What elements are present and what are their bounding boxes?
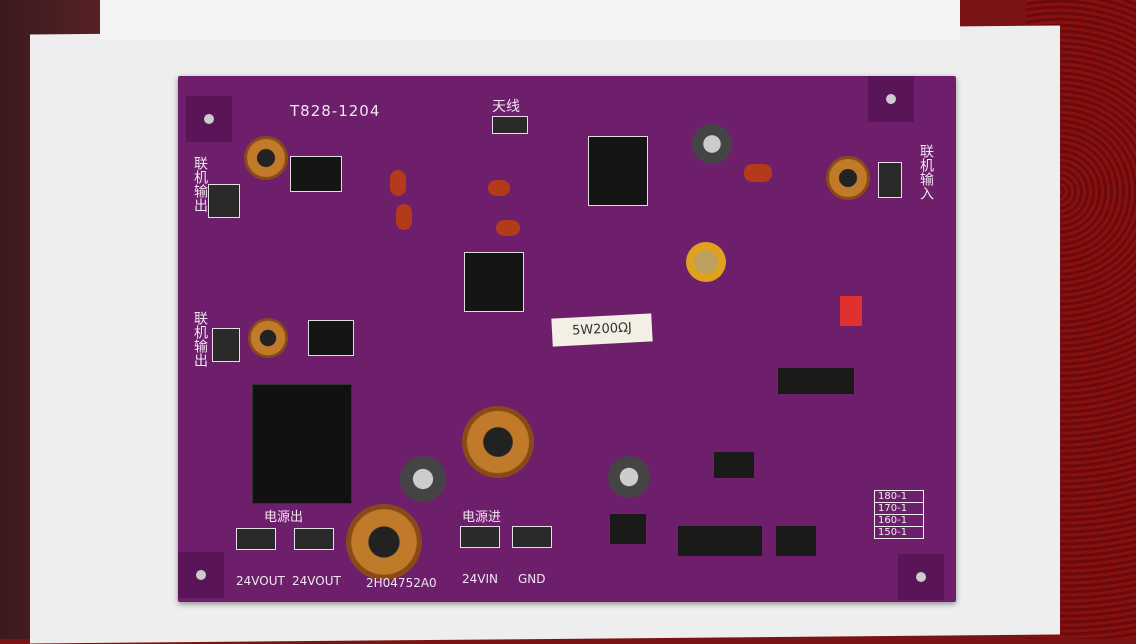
buzzer-q2 [692, 124, 732, 164]
terminal-24vin [460, 526, 500, 548]
capacitor-c30 [744, 164, 772, 182]
electrolytic-c5 [608, 456, 650, 498]
ic-u3 [714, 452, 754, 478]
power-resistor: 5W200ΩJ [551, 313, 653, 347]
terminal-label-24vout-2: 24VOUT [292, 574, 341, 588]
ic-u4 [610, 514, 646, 544]
trimmer-q3 [686, 242, 726, 282]
sync-out-label-mid: 联机输出 [192, 311, 208, 367]
ic-u5 [678, 526, 762, 556]
ic-u1 [778, 368, 854, 394]
toroid-bottom [346, 504, 422, 580]
pcb-board: T828-1204 天线 联机输出 联机输出 联机输入 5W200ΩJ 电源出 … [178, 76, 956, 602]
transistor-q5 [588, 136, 648, 206]
terminal-24vout-2 [294, 528, 334, 550]
electrolytic-c1 [400, 456, 446, 502]
capacitor-c6 [488, 180, 510, 196]
power-out-label: 电源出 [264, 510, 304, 525]
transistor-q11 [308, 320, 354, 356]
transistor-q4 [464, 252, 524, 312]
capacitor-c39 [496, 220, 520, 236]
inductor-marking: 2H04752A0 [366, 576, 437, 590]
board-model: T828-1204 [290, 102, 381, 120]
ic-u6 [776, 526, 816, 556]
sync-out-label-top: 联机输出 [192, 156, 208, 212]
frequency-table: 180-1 170-1 160-1 150-1 [874, 490, 924, 539]
toroid-t4 [248, 318, 288, 358]
toroid-t2 [462, 406, 534, 478]
sync-in-label: 联机输入 [918, 144, 934, 200]
heatsink [252, 384, 352, 504]
mount-hole-tr [868, 76, 914, 122]
toroid-t5 [244, 136, 288, 180]
freq-row: 170-1 [875, 503, 923, 515]
freq-row: 150-1 [878, 527, 908, 538]
terminal-label-24vout-1: 24VOUT [236, 574, 285, 588]
antenna-header [492, 116, 528, 134]
antenna-label: 天线 [492, 99, 520, 115]
header-p2 [878, 162, 902, 198]
transistor-q14 [290, 156, 342, 192]
mount-hole-bl [178, 552, 224, 598]
terminal-label-gnd: GND [518, 572, 546, 586]
terminal-gnd [512, 526, 552, 548]
paper-sheet-top [100, 0, 960, 40]
dip-switch[interactable] [840, 296, 862, 326]
toroid-t3 [826, 156, 870, 200]
capacitor-c5 [396, 204, 412, 230]
freq-row: 180-1 [875, 491, 923, 503]
capacitor-c59 [390, 170, 406, 196]
power-in-label: 电源进 [462, 510, 502, 525]
terminal-label-24vin: 24VIN [462, 572, 498, 586]
header-p4 [208, 184, 240, 218]
terminal-24vout-1 [236, 528, 276, 550]
header-p3 [212, 328, 240, 362]
freq-row: 160-1 [875, 515, 923, 527]
mount-hole-tl [186, 96, 232, 142]
mount-hole-br [898, 554, 944, 600]
